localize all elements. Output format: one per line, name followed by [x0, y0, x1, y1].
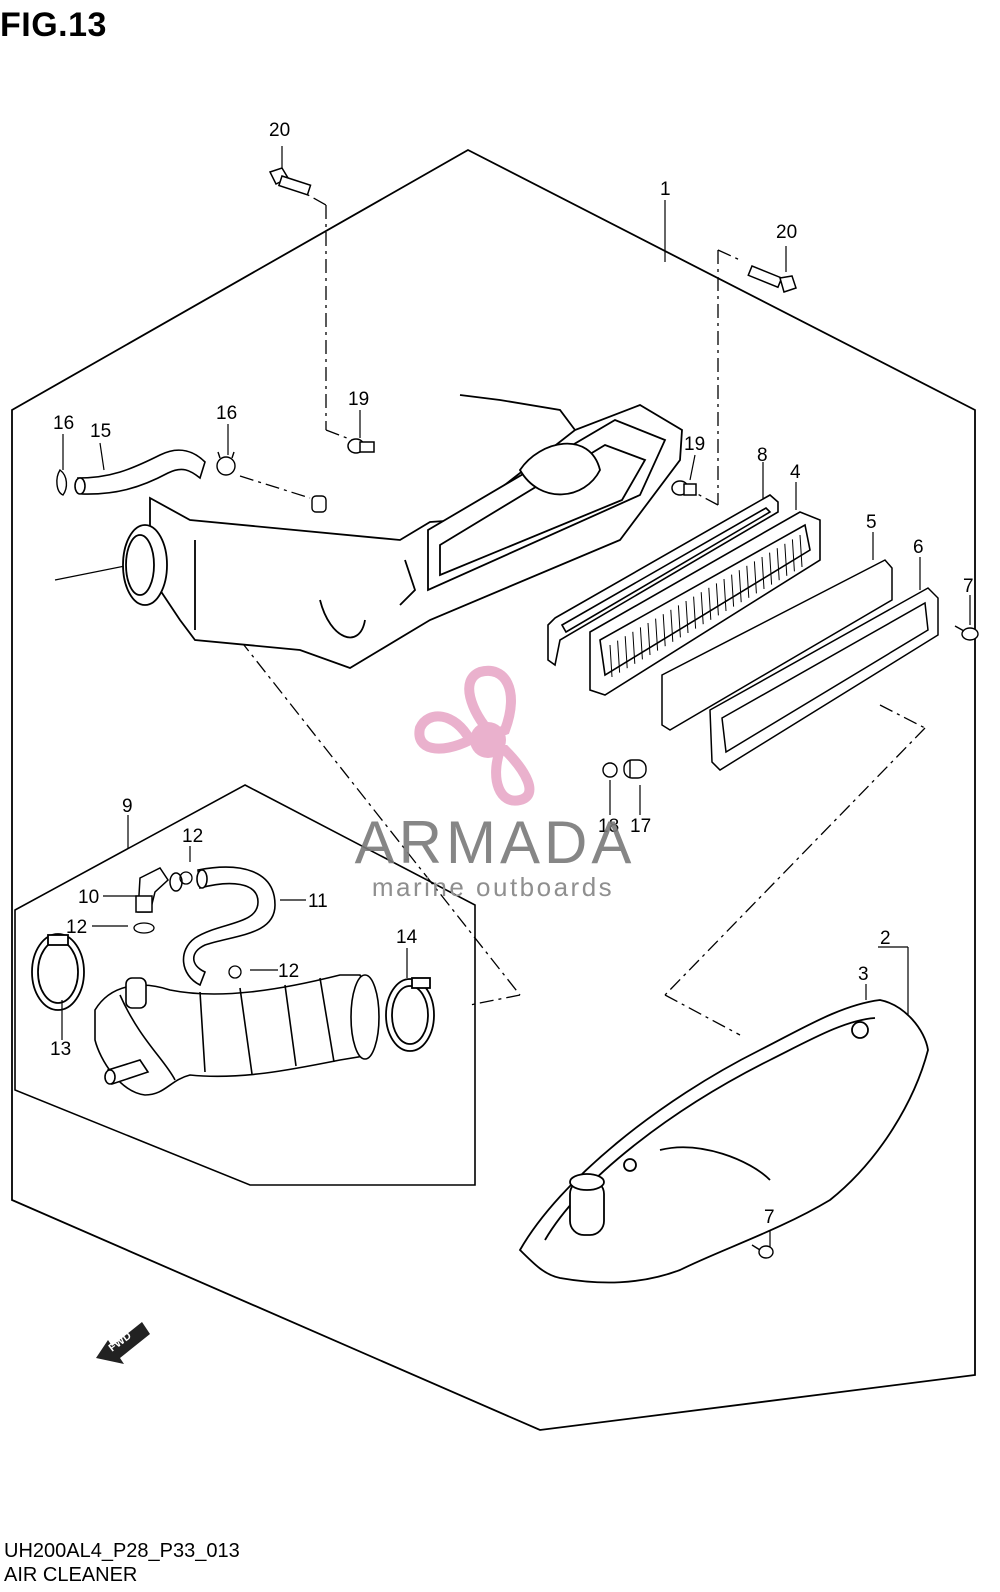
callout-20-left: 20 — [269, 120, 290, 141]
filter-pleats — [609, 534, 803, 678]
cover-2 — [518, 999, 929, 1284]
clamp-18 — [602, 762, 618, 778]
filter-pleat — [784, 543, 788, 576]
filter-pleat — [647, 622, 651, 656]
clips-12 — [133, 871, 242, 979]
drawing-code: UH200AL4_P28_P33_013 — [4, 1540, 240, 1562]
callout-2: 2 — [880, 928, 891, 949]
filter-pleat — [723, 578, 727, 612]
callout-12-left: 12 — [66, 917, 87, 938]
callout-10: 10 — [78, 887, 99, 908]
intake-duct-9 — [94, 974, 380, 1096]
filter-pleat — [670, 609, 674, 642]
filter-pleat — [761, 556, 765, 590]
filter-pleat — [655, 618, 659, 651]
callout-19-upper: 19 — [348, 389, 369, 410]
callout-16-right: 16 — [216, 403, 237, 424]
filter-pleat — [693, 596, 697, 629]
filter-pleat — [769, 552, 773, 585]
filter-pleat — [632, 631, 636, 664]
fitting-nipple — [311, 495, 327, 513]
filter-pleat — [609, 644, 613, 678]
callout-1: 1 — [660, 179, 671, 200]
filter-pleat — [639, 627, 643, 660]
callout-12-right: 12 — [278, 961, 299, 982]
elbow-10 — [135, 867, 183, 913]
screw-7-lower — [751, 1244, 774, 1259]
drawing-caption: AIR CLEANER — [4, 1564, 138, 1586]
callout-labels: 1 2 3 4 5 6 7 7 8 9 10 11 12 12 12 13 14… — [50, 120, 974, 1228]
filter-pleat — [746, 565, 750, 598]
filter-pleat — [799, 534, 803, 568]
callout-18: 18 — [598, 816, 619, 837]
filter-pleat — [753, 561, 757, 594]
callout-8: 8 — [757, 445, 768, 466]
callout-6: 6 — [913, 537, 924, 558]
sponge-5 — [661, 559, 893, 731]
filter-pleat — [715, 583, 719, 616]
callout-11: 11 — [308, 891, 328, 912]
callout-7-upper: 7 — [963, 576, 974, 597]
filter-pleat — [791, 539, 795, 572]
callout-7-lower: 7 — [764, 1207, 775, 1228]
armada-propeller-logo — [414, 665, 535, 806]
filter-pleat — [617, 640, 621, 673]
callout-14: 14 — [396, 927, 418, 948]
leader-lines — [54, 146, 971, 1250]
gasket-6 — [709, 587, 939, 771]
callout-19-lower: 19 — [684, 434, 705, 455]
filter-pleat — [738, 570, 742, 603]
clamp-13 — [31, 933, 85, 1011]
subassembly-9-outline — [14, 784, 476, 1186]
figure-title: FIG.13 — [0, 6, 107, 44]
watermark-tagline: marine outboards — [371, 872, 615, 902]
filter-pleat — [685, 600, 689, 634]
forward-arrow-icon: FWD — [96, 1322, 150, 1364]
callout-4: 4 — [790, 462, 801, 483]
filter-pleat — [708, 587, 712, 620]
callout-20-right: 20 — [776, 222, 797, 243]
clip-16-right — [216, 451, 236, 476]
bolt-20-right — [747, 265, 797, 293]
plug-17 — [623, 759, 647, 779]
grommet-19-upper — [347, 438, 375, 454]
callout-15: 15 — [90, 421, 111, 442]
filter-pleat — [731, 574, 735, 607]
bolt-20-left — [268, 167, 312, 196]
callout-3: 3 — [858, 964, 869, 985]
callout-5: 5 — [866, 512, 877, 533]
clip-16-left — [56, 468, 68, 496]
callout-13: 13 — [50, 1039, 71, 1060]
filter-pleat — [662, 614, 666, 647]
element-frame-8 — [547, 494, 779, 667]
screw-7-upper — [954, 625, 979, 641]
callout-9: 9 — [122, 796, 133, 817]
hose-11 — [182, 866, 276, 987]
watermark-brand-name: ARMADA — [354, 809, 636, 876]
hose-15 — [74, 449, 206, 495]
assembly-outline — [11, 148, 976, 1431]
callout-12-top: 12 — [182, 826, 203, 847]
callout-17: 17 — [630, 816, 651, 837]
air-cleaner-case — [122, 394, 683, 669]
filter-pleat — [700, 592, 704, 625]
callout-16-left: 16 — [53, 413, 74, 434]
grommet-19-lower — [671, 480, 697, 496]
clamp-14 — [385, 977, 435, 1052]
filter-pleat — [624, 636, 628, 669]
filter-pleat — [776, 548, 780, 581]
filter-pleat — [677, 605, 681, 638]
